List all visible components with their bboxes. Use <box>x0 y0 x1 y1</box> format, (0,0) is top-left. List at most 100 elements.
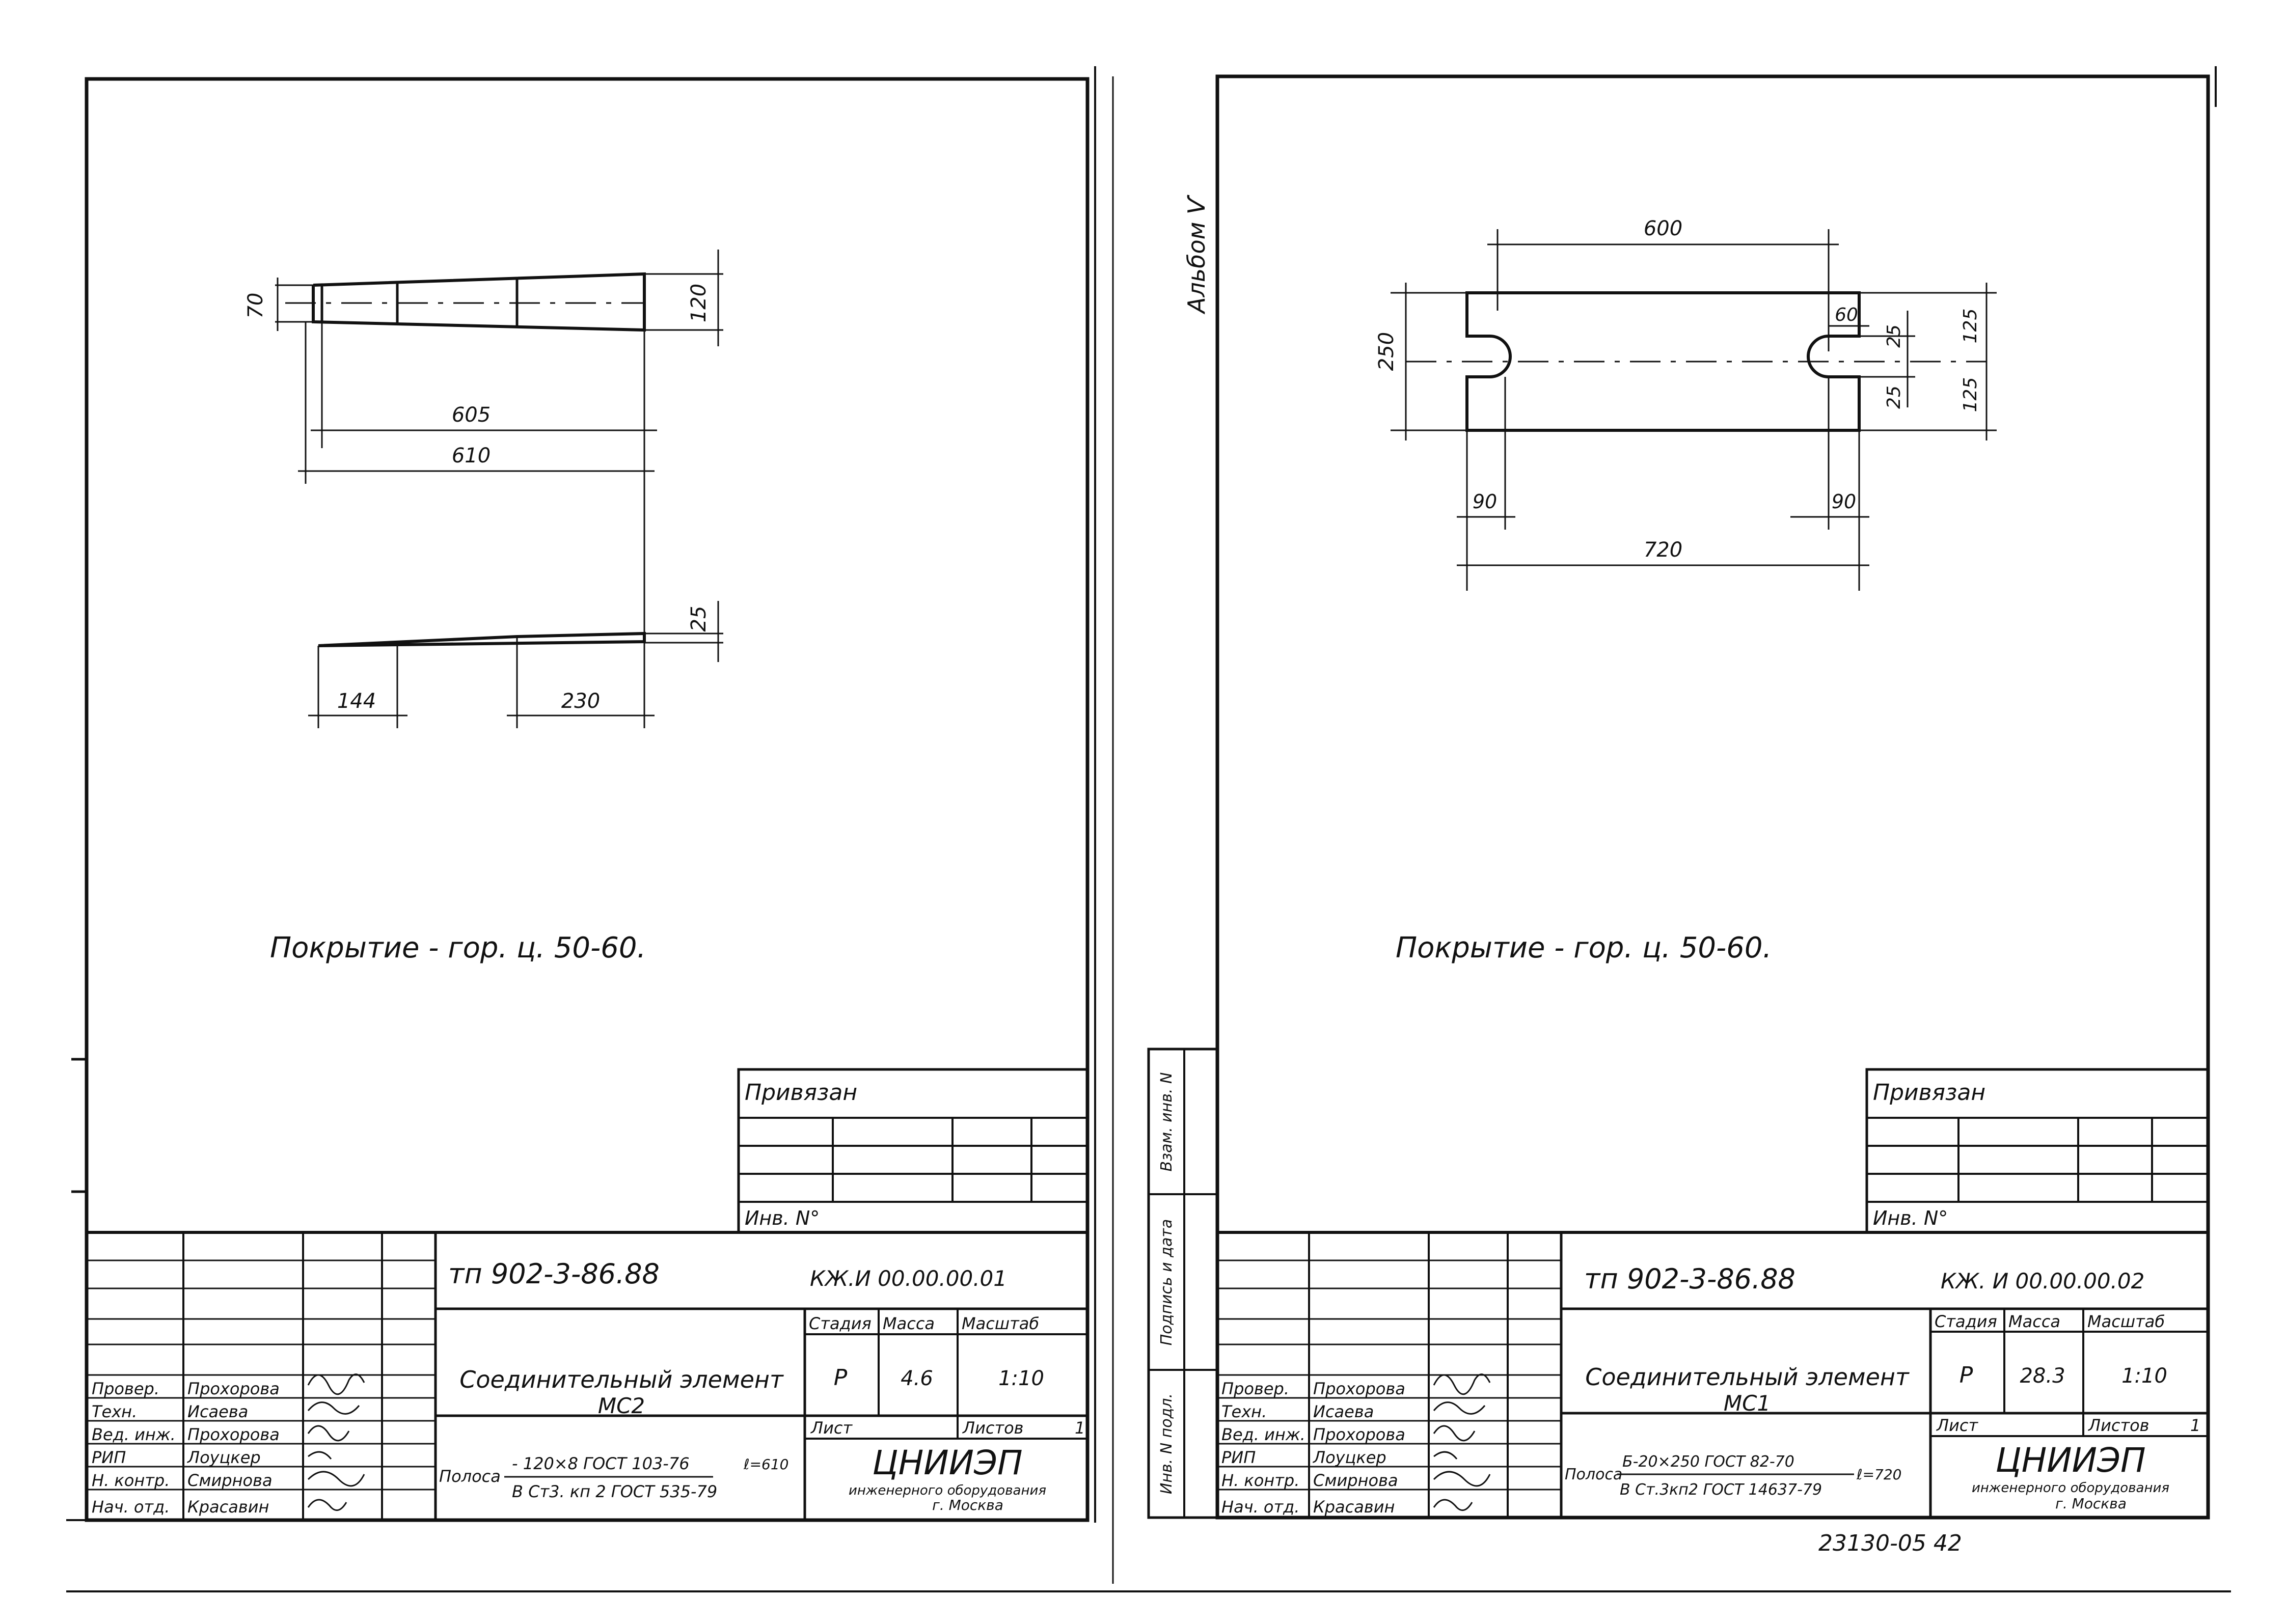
role-label: Н. контр. <box>1221 1471 1299 1490</box>
scale-value: 1:10 <box>2121 1364 2167 1388</box>
scale-value: 1:10 <box>998 1367 1044 1390</box>
person-name: Лоуцкер <box>187 1448 261 1467</box>
dim-144: 144 <box>337 690 376 713</box>
org-name: ЦНИИЭП <box>1995 1441 2145 1480</box>
title-block: Провер. Техн. Вед. инж. РИП Н. контр. На… <box>66 1231 1089 1522</box>
signature <box>1433 1499 1473 1511</box>
dim-125b: 125 <box>1960 377 1981 412</box>
person-name: Исаева <box>187 1402 248 1421</box>
title-frame <box>85 1231 1089 1522</box>
role-label: Н. контр. <box>92 1471 170 1490</box>
person-name: Красавин <box>1313 1497 1395 1517</box>
signature <box>1433 1425 1476 1442</box>
dim-25: 25 <box>687 606 711 632</box>
bottom-code: 23130-05 42 <box>1818 1530 1962 1556</box>
sheets-count: 1 <box>1075 1418 1085 1438</box>
dim-60: 60 <box>1835 305 1858 325</box>
signature <box>308 1451 332 1460</box>
material-bottom: В Ст3. кп 2 ГОСТ 535-79 <box>512 1482 717 1501</box>
role-label: Техн. <box>92 1402 137 1421</box>
person-name: Исаева <box>1313 1402 1374 1421</box>
left-sheet: 70 120 605 610 25 <box>66 66 1096 1523</box>
privyazan-label: Привязан <box>1873 1080 1985 1106</box>
dim-70: 70 <box>244 293 267 319</box>
album-label: Альбом Ѵ <box>1183 195 1210 315</box>
profile-outline <box>318 631 646 647</box>
doc-number: тп 902-3-86.88 <box>1584 1263 1795 1295</box>
scale-header: Масштаб <box>962 1314 1039 1333</box>
material-prefix: Полоса <box>1565 1466 1622 1483</box>
stage-value: Р <box>834 1365 848 1391</box>
org-line2: инженерного оборудования <box>849 1483 1046 1498</box>
mass-header: Масса <box>2008 1312 2060 1331</box>
material-top: Б-20×250 ГОСТ 82-70 <box>1622 1453 1794 1471</box>
signature <box>307 1373 365 1395</box>
sheet-label: Лист <box>1936 1416 1978 1435</box>
doc-code: КЖ. И 00.00.00.02 <box>1941 1269 2144 1293</box>
doc-code: КЖ.И 00.00.00.01 <box>810 1266 1007 1291</box>
sheets-label: Листов <box>962 1418 1024 1438</box>
sheets-count: 1 <box>2190 1416 2200 1435</box>
part-title: Соединительный элемент <box>459 1366 784 1393</box>
role-label: Нач. отд. <box>92 1497 170 1517</box>
part-code: МС2 <box>598 1393 645 1418</box>
signature <box>1433 1401 1486 1415</box>
inv-no-label: Инв. N° <box>1873 1207 1948 1229</box>
dim-610: 610 <box>452 444 491 467</box>
material-prefix: Полоса <box>439 1467 501 1486</box>
coating-note: Покрытие - гор. ц. 50-60. <box>1396 931 1772 965</box>
part-code: МС1 <box>1724 1391 1771 1416</box>
sheets-label: Листов <box>2088 1416 2149 1435</box>
signature <box>307 1401 360 1415</box>
role-label: Вед. инж. <box>92 1425 176 1444</box>
part-title: Соединительный элемент <box>1585 1363 1910 1391</box>
plate-outline <box>312 272 646 332</box>
title-block: Провер. Техн. Вед. инж. РИП Н. контр. На… <box>1216 1231 2210 1519</box>
dim-120: 120 <box>687 284 711 322</box>
coating-note: Покрытие - гор. ц. 50-60. <box>270 931 646 965</box>
privyazan-block: Привязан Инв. N° <box>737 1068 1089 1234</box>
mass-value: 28.3 <box>2020 1364 2065 1388</box>
dim-250: 250 <box>1375 332 1398 371</box>
side-stamp: Инв. N подл. Подпись и дата Взам. инв. N <box>1147 1048 1219 1519</box>
role-label: РИП <box>92 1448 126 1467</box>
dim-90a: 90 <box>1473 490 1497 513</box>
privyazan-block: Привязан Инв. N° <box>1865 1068 2210 1234</box>
material-bottom: В Ст.3кп2 ГОСТ 14637-79 <box>1620 1481 1822 1499</box>
role-label: РИП <box>1221 1448 1256 1467</box>
doc-number: тп 902-3-86.88 <box>448 1258 660 1290</box>
dim-90b: 90 <box>1832 490 1856 513</box>
org-city: г. Москва <box>2055 1495 2127 1512</box>
left-frame <box>85 77 1090 1522</box>
signature <box>307 1425 350 1442</box>
dim-720: 720 <box>1644 538 1682 562</box>
mass-value: 4.6 <box>901 1367 933 1390</box>
person-name: Прохорова <box>1313 1425 1405 1444</box>
person-name: Лоуцкер <box>1313 1448 1386 1467</box>
dim-25a: 25 <box>1884 324 1904 348</box>
side-stamp-label: Взам. инв. N <box>1158 1072 1176 1172</box>
person-name: Смирнова <box>187 1471 273 1490</box>
sheet-label: Лист <box>810 1418 853 1438</box>
role-label: Техн. <box>1221 1402 1267 1421</box>
stage-header: Стадия <box>1935 1312 1997 1331</box>
right-sheet: Альбом Ѵ Инв. N подл. Подпись и дата Вза… <box>1147 66 2217 1556</box>
part-mc2-plan: 70 120 605 610 <box>244 250 723 642</box>
person-name: Красавин <box>187 1497 269 1517</box>
material-top: - 120×8 ГОСТ 103-76 <box>512 1454 690 1473</box>
org-line2: инженерного оборудования <box>1972 1480 2169 1496</box>
person-name: Смирнова <box>1313 1471 1398 1490</box>
dim-600: 600 <box>1644 217 1682 240</box>
mass-header: Масса <box>883 1314 935 1333</box>
material-length: ℓ=610 <box>743 1456 788 1473</box>
org-name: ЦНИИЭП <box>872 1443 1022 1482</box>
person-name: Прохорова <box>187 1425 280 1444</box>
role-label: Провер. <box>92 1379 159 1398</box>
privyazan-label: Привязан <box>745 1080 857 1106</box>
dim-605: 605 <box>452 403 491 427</box>
part-mc1-plan: 600 250 60 25 25 125 125 <box>1375 217 1997 591</box>
dim-125a: 125 <box>1960 309 1981 344</box>
stage-header: Стадия <box>809 1314 872 1333</box>
